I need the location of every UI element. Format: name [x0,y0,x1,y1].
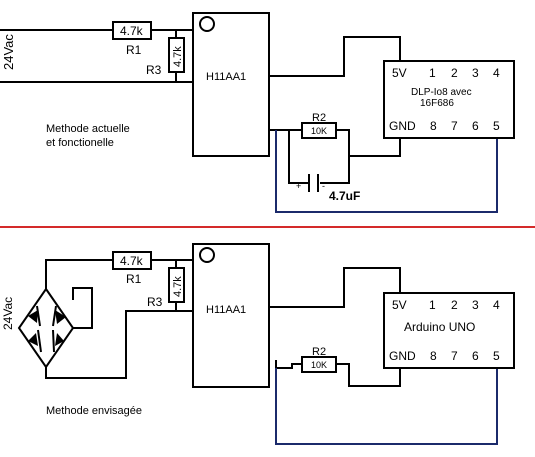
top-caption-line1: Methode actuelle [46,123,130,135]
bottom-board-pin-2: 2 [451,298,458,312]
top-board-pin-7: 7 [451,119,458,133]
bottom-chip-label: H11AA1 [206,304,246,316]
bottom-caption: Methode envisagée [46,405,142,417]
top-r1-label: R1 [126,43,142,57]
bottom-board-pin-1: 1 [429,298,436,312]
bottom-board-pin-3: 3 [472,298,479,312]
top-board-title-line1: DLP-Io8 avec [411,87,472,98]
top-circuit: 24Vac 4.7k R1 4.7k R3 H11AA1 10K R2 + - … [0,12,515,213]
bottom-chip-pin1-dot [199,247,215,263]
top-chip-pin1-dot [199,16,215,32]
top-board-dlp-io8 [383,60,515,139]
top-r3-value: 4.7k [172,46,184,67]
bottom-supply-label: 24Vac [1,297,15,330]
bottom-r2-value: 10K [311,360,327,370]
top-board-pin-3: 3 [472,66,479,80]
top-board-pin-4: 4 [493,66,500,80]
bridge-diode-3 [28,329,42,353]
bottom-board-pin-5: 5 [493,349,500,363]
bottom-r1-value: 4.7k [120,254,144,268]
top-board-pin-1: 1 [429,66,436,80]
top-board-title-line2: 16F686 [420,98,454,109]
bridge-diode-4 [52,329,64,353]
top-board-pin-2: 2 [451,66,458,80]
top-r2-value: 10K [311,126,327,136]
bridge-diode-2 [52,305,66,327]
top-board-pin-6: 6 [472,119,479,133]
top-board-pin-gnd: GND [389,119,416,133]
top-r3-label: R3 [146,63,162,77]
bottom-optocoupler-chip [192,243,270,388]
top-board-pin-5v: 5V [392,66,407,80]
bottom-board-pin-gnd: GND [389,349,416,363]
bottom-board-pin-7: 7 [451,349,458,363]
bottom-r3-value: 4.7k [172,276,184,297]
bottom-board-pin-6: 6 [472,349,479,363]
top-cap-minus: - [322,181,325,191]
top-chip-label: H11AA1 [206,71,246,83]
bottom-r1-label: R1 [126,272,142,286]
bottom-circuit: 24Vac 4.7k R1 4.7k [1,243,515,445]
top-board-pin-8: 8 [430,119,437,133]
top-supply-label: 24Vac [1,34,16,70]
bottom-board-pin-5v: 5V [392,298,407,312]
bottom-r2-label: R2 [312,346,326,358]
top-r1-value: 4.7k [120,24,144,38]
bridge-diode-1 [28,305,41,327]
bottom-board-pin-8: 8 [430,349,437,363]
top-r2-label: R2 [312,112,326,124]
bottom-board-title: Arduino UNO [404,320,475,334]
top-cap-plus: + [296,181,301,191]
top-caption-line2: et fonctionelle [46,137,114,149]
top-optocoupler-chip [192,12,270,157]
bridge-rectifier [17,287,75,369]
top-cap-value: 4.7uF [329,189,360,203]
bottom-board-pin-4: 4 [493,298,500,312]
top-board-pin-5: 5 [493,119,500,133]
bottom-r3-label: R3 [147,295,163,309]
bottom-board-arduino [383,292,515,369]
